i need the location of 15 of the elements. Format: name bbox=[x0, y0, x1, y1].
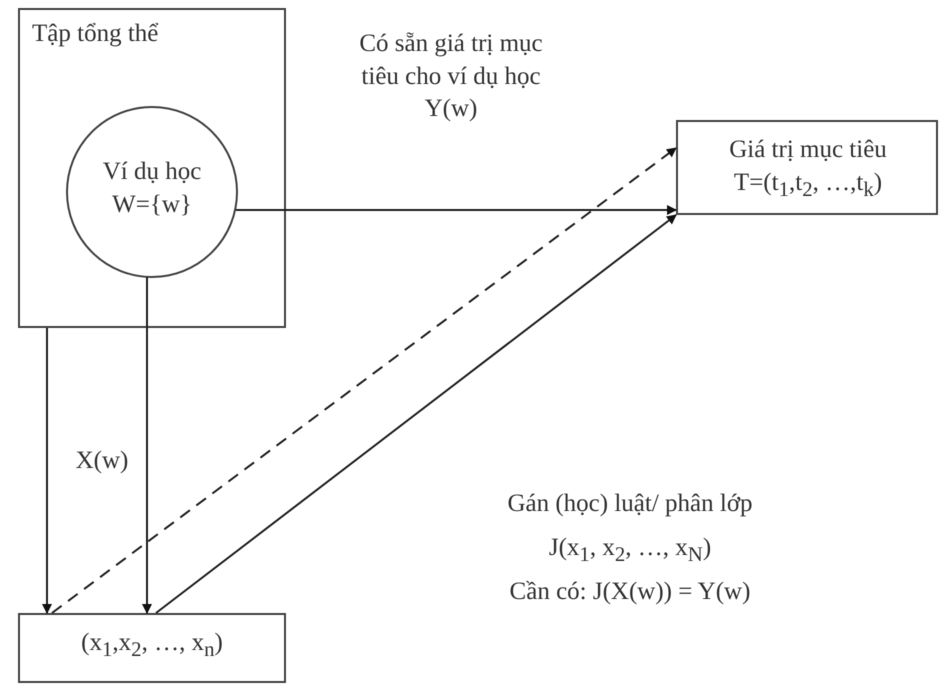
feature-vector-box bbox=[18, 613, 286, 683]
arrow bbox=[42, 328, 52, 614]
node-label: Ví dụ học W={w} bbox=[102, 157, 202, 220]
note-text: Gán (học) luật/ phân lớp bbox=[506, 489, 754, 519]
arrow bbox=[142, 277, 152, 614]
arrow bbox=[236, 205, 677, 215]
arrow bbox=[155, 214, 677, 614]
note-text: Cần có: J(X(w)) = Y(w) bbox=[508, 577, 752, 607]
node-label: Tập tổng thể bbox=[32, 19, 160, 49]
dashed-arrow bbox=[51, 147, 677, 614]
node-label: (x$_{1}$,x$_{2}$, …, x$_{n}$) bbox=[80, 628, 224, 663]
target-value-box bbox=[676, 120, 938, 215]
population-box bbox=[18, 8, 286, 328]
note-text: J(x$_{1}$, x$_{2}$, …, x$_{N}$) bbox=[548, 533, 712, 568]
node-label: Giá trị mục tiêu T=(t$_{1}$,t$_{2}$, …,t$_{k}$) bbox=[728, 135, 888, 202]
